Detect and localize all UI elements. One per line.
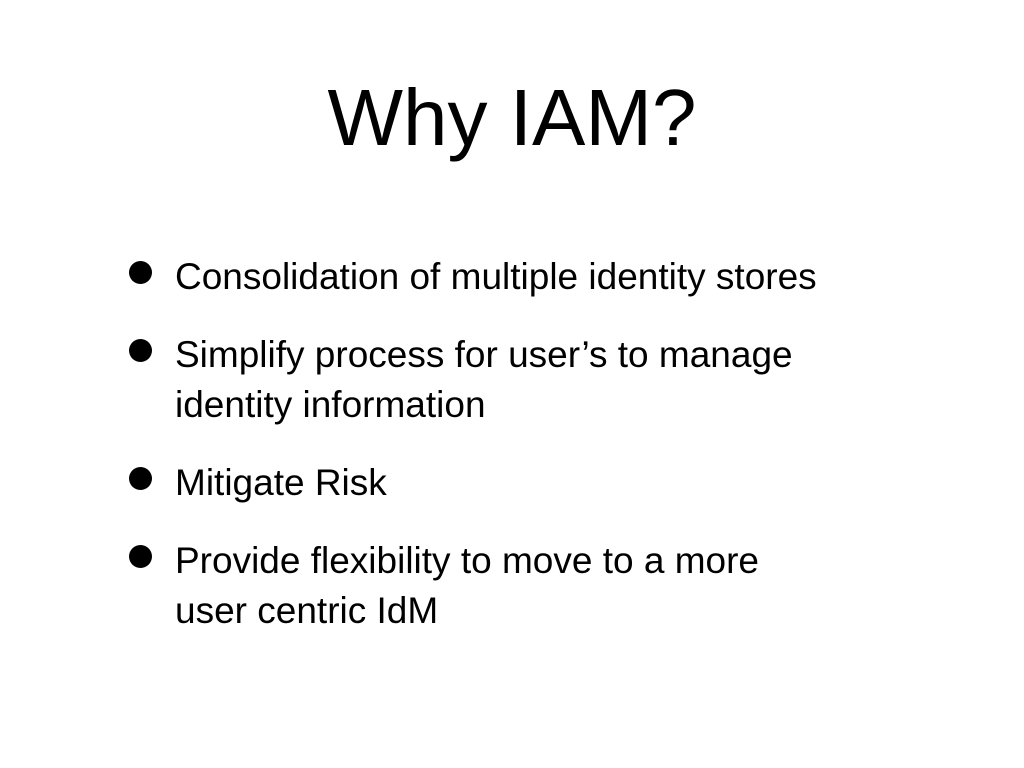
bullet-text-line: Consolidation of multiple identity store… (175, 256, 817, 297)
bullet-text-line: Simplify process for user’s to manage (175, 334, 793, 375)
slide-title: Why IAM? (327, 73, 697, 162)
bullet-list: Consolidation of multiple identity store… (124, 252, 964, 664)
bullet-text-line: user centric IdM (175, 590, 439, 631)
bullet-item-mitigate: Mitigate Risk (124, 458, 964, 508)
bullet-item-simplify: Simplify process for user’s to manage id… (124, 330, 964, 430)
bullet-item-consolidation: Consolidation of multiple identity store… (124, 252, 964, 302)
bullet-text-line: Mitigate Risk (175, 462, 387, 503)
bullet-text-line: identity information (175, 384, 486, 425)
bullet-dot-icon (129, 261, 152, 284)
bullet-item-flexibility: Provide flexibility to move to a more us… (124, 536, 964, 636)
bullet-dot-icon (129, 467, 152, 490)
bullet-dot-icon (129, 339, 152, 362)
bullet-text-line: Provide flexibility to move to a more (175, 540, 760, 581)
bullet-dot-icon (129, 545, 152, 568)
